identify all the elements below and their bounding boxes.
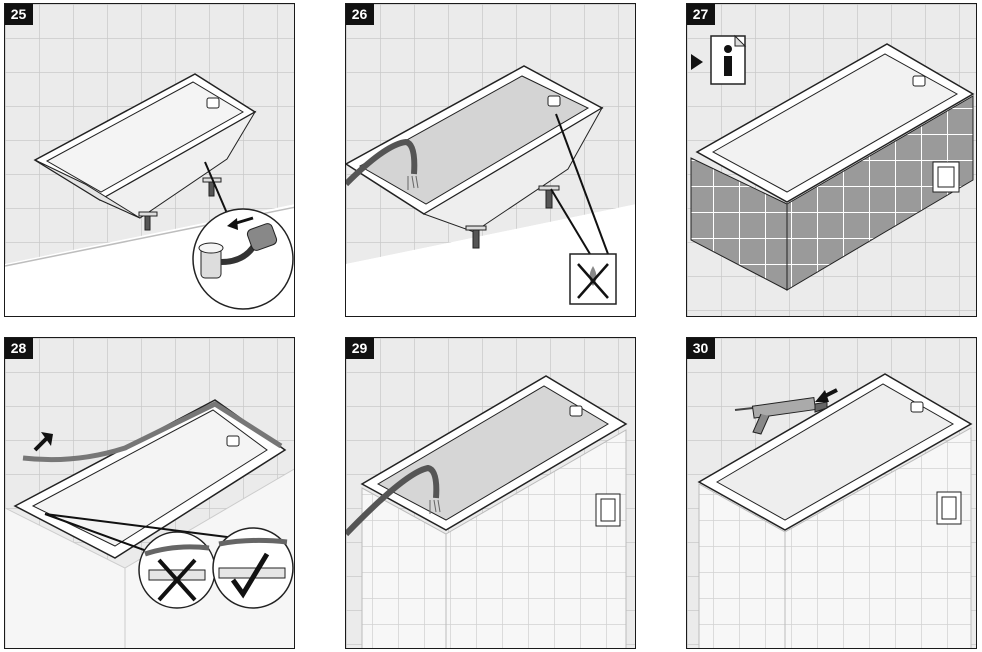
access-panel	[936, 491, 962, 525]
caulking-gun-icon	[734, 397, 828, 435]
sealing-tape	[22, 401, 283, 463]
tub-feet	[465, 185, 560, 249]
left-arrow-icon	[815, 388, 838, 402]
step-30-illustration	[687, 338, 976, 648]
step-number: 26	[346, 4, 374, 25]
water-hose	[346, 464, 440, 537]
bathtub	[697, 373, 973, 531]
no-leak-icon	[569, 253, 617, 305]
step-number: 25	[5, 4, 33, 25]
step-25-illustration	[5, 4, 294, 316]
step-30-panel: 30	[686, 337, 977, 649]
step-25-panel: 25	[4, 3, 295, 317]
step-27-illustration	[687, 4, 976, 316]
bathtub	[33, 73, 257, 219]
access-panel	[595, 493, 621, 527]
water-hose	[346, 138, 418, 187]
step-number: 28	[5, 338, 33, 359]
step-26-panel: 26	[345, 3, 636, 317]
up-arrow-icon	[33, 432, 53, 452]
info-document-icon	[691, 34, 747, 85]
bathtub	[695, 43, 975, 203]
wrong-method-detail	[138, 531, 216, 609]
step-number: 30	[687, 338, 715, 359]
step-29-panel: 29	[345, 337, 636, 649]
correct-method-detail	[212, 527, 294, 609]
step-26-illustration	[346, 4, 635, 316]
step-number: 27	[687, 4, 715, 25]
drain-detail-zoom	[192, 208, 294, 310]
tiled-tub-apron	[690, 95, 974, 291]
step-28-illustration	[5, 338, 294, 648]
step-27-panel: 27	[686, 3, 977, 317]
step-number: 29	[346, 338, 374, 359]
step-29-illustration	[346, 338, 635, 648]
step-28-panel: 28	[4, 337, 295, 649]
